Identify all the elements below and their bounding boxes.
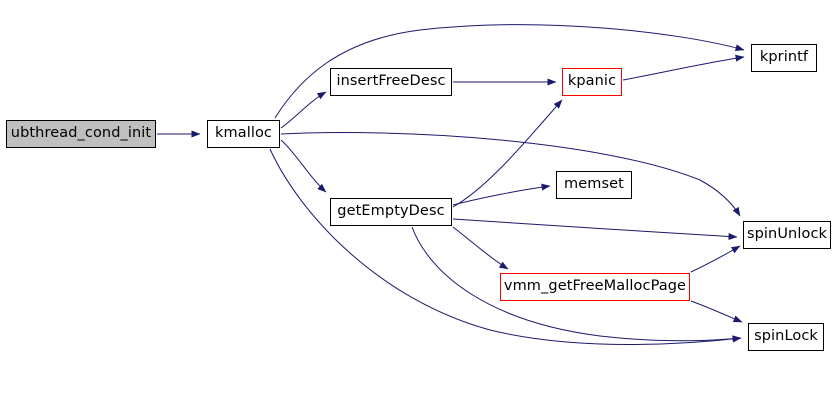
node-kpanic[interactable]: kpanic <box>562 68 622 96</box>
node-label-kprintf: kprintf <box>759 49 809 66</box>
call-edge-kmalloc-to-insertFreeDesc <box>280 91 327 129</box>
node-label-spinUnlock: spinUnlock <box>746 226 828 243</box>
call-edge-kmalloc-to-spinUnlock <box>280 132 741 217</box>
call-edge-getEmptyDesc-to-memset <box>452 183 551 206</box>
call-edge-getEmptyDesc-to-spinLock <box>411 226 742 343</box>
node-label-vmm_getFreeMallocPage: vmm_getFreeMallocPage <box>503 278 687 295</box>
call-edge-getEmptyDesc-to-spinUnlock <box>452 218 738 241</box>
call-edge-getEmptyDesc-to-kpanic <box>452 99 563 208</box>
node-label-kmalloc: kmalloc <box>214 125 272 142</box>
edges-group <box>157 24 745 345</box>
node-label-spinLock: spinLock <box>754 328 818 345</box>
node-label-getEmptyDesc: getEmptyDesc <box>337 203 445 220</box>
node-getEmptyDesc[interactable]: getEmptyDesc <box>330 198 452 226</box>
call-edge-vmm_getFreeMallocPage-to-spinLock <box>690 300 743 323</box>
call-edge-getEmptyDesc-to-vmm_getFreeMallocPage <box>452 226 509 270</box>
node-memset[interactable]: memset <box>556 171 632 199</box>
node-label-kpanic: kpanic <box>567 73 617 90</box>
call-edge-kmalloc-to-getEmptyDesc <box>280 139 327 193</box>
node-spinUnlock[interactable]: spinUnlock <box>743 221 831 249</box>
node-label-insertFreeDesc: insertFreeDesc <box>336 73 446 90</box>
node-spinLock[interactable]: spinLock <box>748 323 824 351</box>
node-label-memset: memset <box>564 176 624 193</box>
node-kmalloc[interactable]: kmalloc <box>207 120 280 148</box>
call-edge-vmm_getFreeMallocPage-to-spinUnlock <box>690 245 741 273</box>
node-label-ubthread_cond_init: ubthread_cond_init <box>10 125 152 142</box>
call-edge-kpanic-to-kprintf <box>622 54 745 81</box>
node-vmm_getFreeMallocPage[interactable]: vmm_getFreeMallocPage <box>500 273 690 301</box>
call-edge-kmalloc-to-spinLock <box>269 148 742 345</box>
node-ubthread_cond_init[interactable]: ubthread_cond_init <box>6 120 156 148</box>
node-insertFreeDesc[interactable]: insertFreeDesc <box>330 68 452 96</box>
call-edge-kmalloc-to-kprintf <box>274 24 745 119</box>
node-kprintf[interactable]: kprintf <box>751 44 817 72</box>
